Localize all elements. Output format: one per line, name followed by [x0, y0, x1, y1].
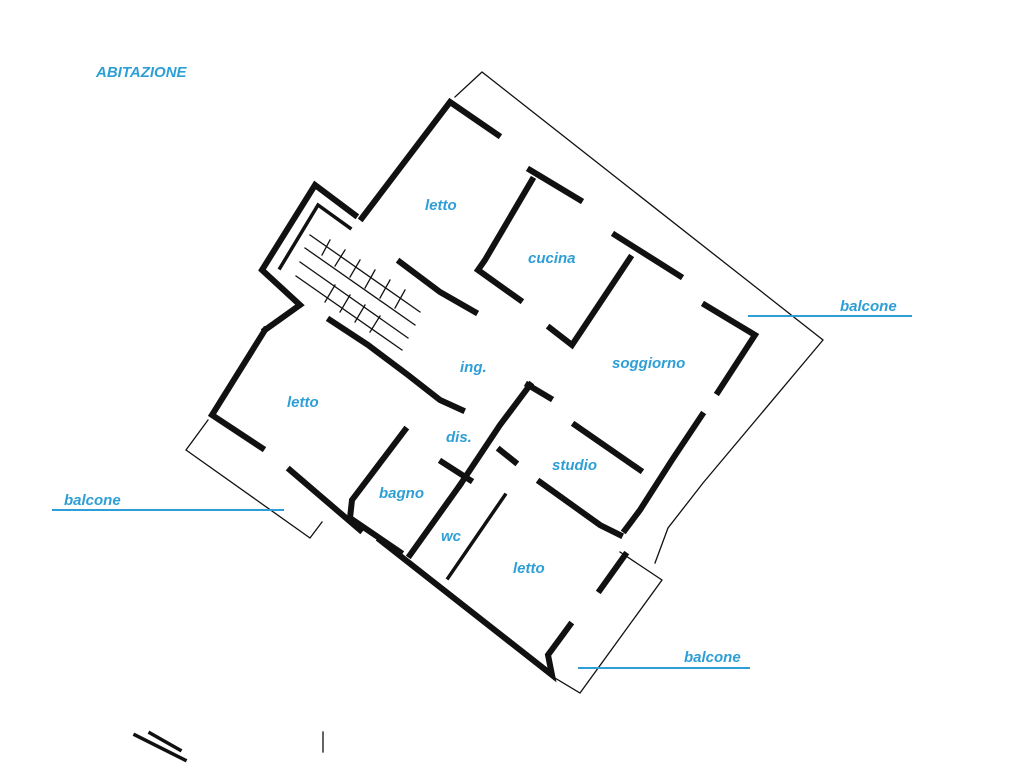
plan-title: ABITAZIONE [95, 64, 188, 81]
room-label-letto-left: letto [287, 394, 319, 411]
room-label-soggiorno: soggiorno [612, 355, 685, 372]
room-label-disimpegno: dis. [446, 429, 472, 446]
room-labels: letto cucina soggiorno ing. letto dis. s… [287, 197, 685, 577]
room-label-studio: studio [552, 457, 597, 474]
balcony-label-bottom: balcone [684, 649, 741, 666]
balcony-labels: balcone balcone balcone [64, 298, 897, 666]
balcony-label-left: balcone [64, 492, 121, 509]
room-label-ingresso: ing. [460, 359, 487, 376]
balcony-label-right: balcone [840, 298, 897, 315]
exterior-walls [207, 97, 760, 683]
room-label-bagno: bagno [379, 485, 424, 502]
interior-walls [325, 175, 645, 581]
room-label-cucina: cucina [528, 250, 576, 267]
room-label-letto-top: letto [425, 197, 457, 214]
balcony-leaders [52, 315, 912, 669]
staircase [295, 234, 421, 351]
balcony-outlines [185, 71, 824, 694]
scan-artifacts [132, 730, 324, 763]
room-label-letto-bottom: letto [513, 560, 545, 577]
room-label-wc: wc [441, 528, 462, 545]
